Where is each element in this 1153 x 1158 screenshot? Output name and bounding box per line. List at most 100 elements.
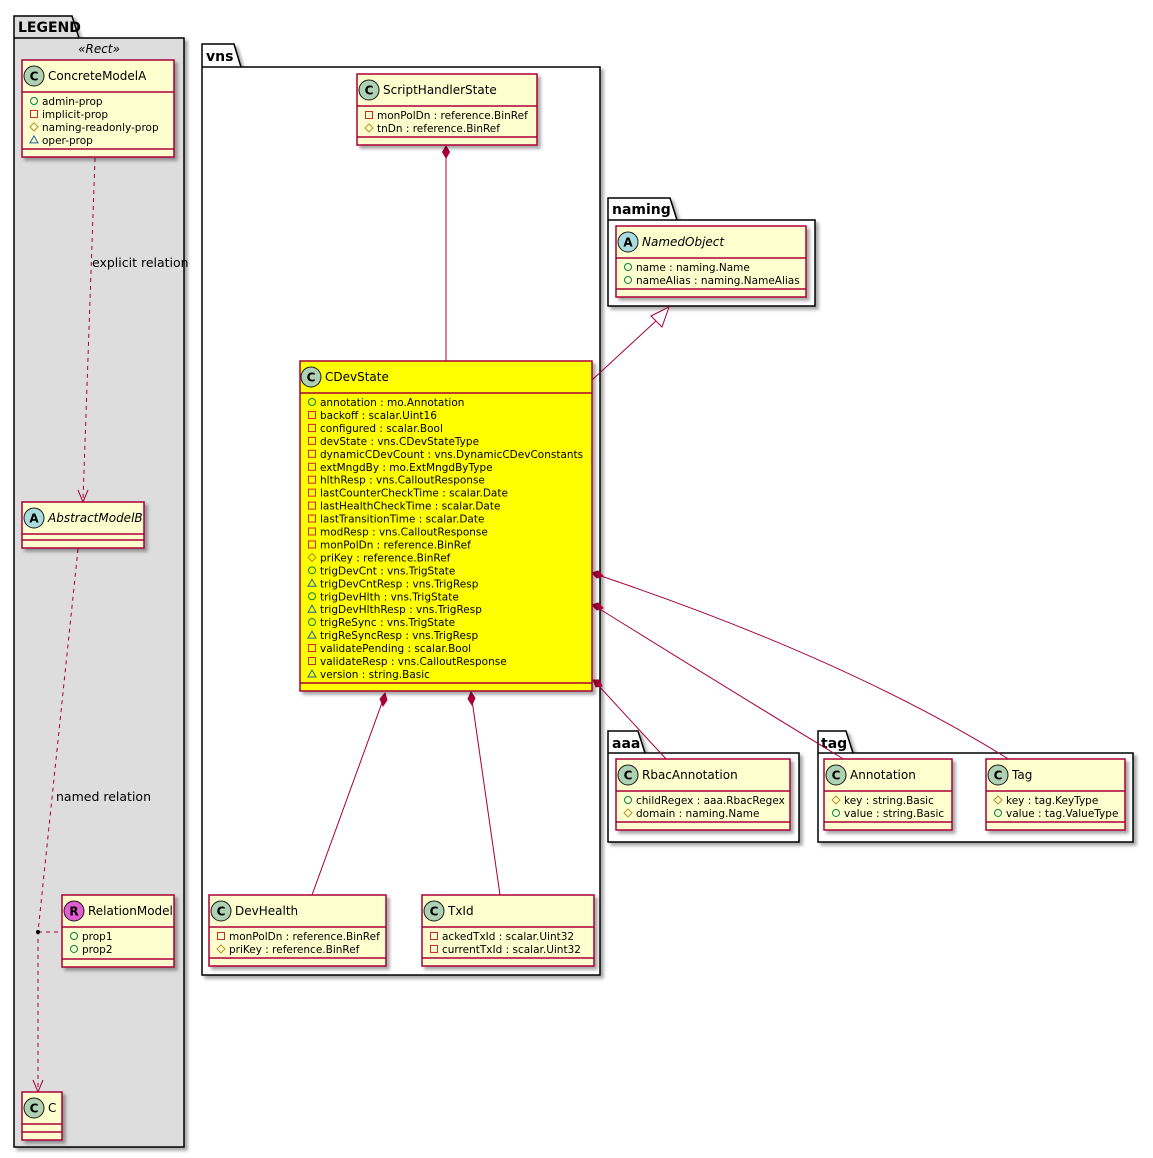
class-attribute: version : string.Basic bbox=[320, 669, 430, 681]
diamond-tag bbox=[591, 570, 604, 579]
visibility-icon bbox=[29, 134, 39, 144]
edge-cdevstate-tag bbox=[597, 574, 1011, 761]
class-attribute: validatePending : scalar.Bool bbox=[320, 643, 471, 655]
visibility-icon bbox=[624, 275, 632, 284]
visibility-icon bbox=[30, 109, 38, 118]
class-name: ConcreteModelA bbox=[48, 69, 147, 83]
package-legend: LEGEND «Rect» bbox=[13, 15, 185, 1148]
class-badge-icon bbox=[987, 764, 1009, 786]
badge-letter: C bbox=[30, 70, 39, 84]
class-attribute: hlthResp : vns.CalloutResponse bbox=[320, 475, 485, 487]
class-name: AbstractModelB bbox=[47, 511, 143, 525]
badge-letter: A bbox=[623, 236, 633, 250]
badge-letter: C bbox=[30, 1102, 39, 1116]
visibility-icon bbox=[623, 808, 633, 818]
class-attribute: extMngdBy : mo.ExtMngdByType bbox=[320, 462, 493, 474]
class-attribute: monPolDn : reference.BinRef bbox=[320, 539, 471, 551]
visibility-icon bbox=[307, 630, 317, 639]
visibility-icon bbox=[308, 462, 316, 471]
class-name: RelationModel bbox=[88, 904, 173, 918]
class-attribute: configured : scalar.Bool bbox=[320, 423, 443, 435]
visibility-icon bbox=[430, 944, 438, 953]
edge-cdevstate-txid bbox=[471, 699, 501, 896]
visibility-icon bbox=[308, 514, 316, 523]
diamond-txid bbox=[467, 690, 476, 707]
visibility-icon bbox=[308, 501, 316, 510]
legend-stereotype: «Rect» bbox=[78, 42, 120, 56]
relation-badge-icon bbox=[63, 900, 85, 922]
visibility-icon bbox=[308, 436, 316, 445]
edge-cdevstate-rbac bbox=[597, 684, 668, 761]
class-attribute: trigReSyncResp : vns.TrigResp bbox=[320, 630, 478, 642]
class-attribute: lastTransitionTime : scalar.Date bbox=[320, 514, 484, 526]
class-attribute: trigDevCnt : vns.TrigState bbox=[320, 565, 455, 577]
visibility-icon bbox=[70, 944, 78, 953]
class-attribute: childRegex : aaa.RbacRegex bbox=[636, 795, 785, 807]
class-named-object[interactable]: A NamedObject name : naming.NamenameAlias … bbox=[615, 225, 807, 298]
class-attribute: implicit-prop bbox=[42, 109, 108, 121]
class-attribute: nameAlias : naming.NameAlias bbox=[636, 275, 800, 287]
package-aaa-label: aaa bbox=[612, 736, 640, 752]
badge-letter: C bbox=[624, 769, 633, 783]
class-name: CDevState bbox=[325, 370, 389, 384]
class-attribute: ackedTxId : scalar.Uint32 bbox=[442, 931, 574, 943]
class-name: ScriptHandlerState bbox=[383, 83, 497, 97]
class-attribute: value : string.Basic bbox=[844, 808, 944, 820]
visibility-icon bbox=[430, 932, 438, 940]
class-attribute: priKey : reference.BinRef bbox=[229, 944, 360, 956]
package-tag-label: tag bbox=[821, 736, 847, 752]
visibility-icon bbox=[832, 808, 840, 817]
class-attribute: priKey : reference.BinRef bbox=[320, 552, 451, 564]
abstract-badge-icon bbox=[23, 507, 45, 529]
abstract-badge-icon bbox=[617, 231, 639, 253]
class-attribute: name : naming.Name bbox=[636, 262, 750, 274]
class-attribute: modResp : vns.CalloutResponse bbox=[320, 527, 488, 539]
visibility-icon bbox=[30, 97, 38, 105]
class-box bbox=[356, 73, 538, 146]
class-attribute: lastHealthCheckTime : scalar.Date bbox=[320, 501, 500, 513]
visibility-icon bbox=[308, 540, 316, 549]
class-name: NamedObject bbox=[642, 235, 725, 249]
class-attribute: domain : naming.Name bbox=[636, 808, 759, 820]
package-naming-label: naming bbox=[612, 202, 671, 218]
visibility-icon bbox=[624, 263, 632, 271]
badge-letter: A bbox=[29, 512, 39, 526]
class-box bbox=[985, 758, 1126, 831]
package-vns-label: vns bbox=[206, 49, 233, 65]
package-legend-label: LEGEND bbox=[18, 20, 81, 36]
class-attribute: devState : vns.CDevStateType bbox=[320, 436, 479, 448]
diamond-scripthandler bbox=[441, 145, 451, 159]
visibility-icon bbox=[308, 592, 316, 601]
class-box bbox=[21, 59, 175, 158]
visibility-icon bbox=[307, 668, 317, 678]
class-box bbox=[615, 225, 807, 298]
class-box bbox=[421, 894, 595, 967]
edge-cdevstate-devhealth bbox=[311, 699, 384, 896]
class-attribute: key : tag.KeyType bbox=[1006, 795, 1098, 807]
diamond-rbac bbox=[592, 679, 603, 688]
badge-letter: C bbox=[430, 905, 439, 919]
class-badge-icon bbox=[210, 900, 232, 922]
visibility-icon bbox=[308, 644, 316, 653]
visibility-icon bbox=[70, 932, 78, 940]
visibility-icon bbox=[994, 808, 1002, 817]
class-attribute: backoff : scalar.Uint16 bbox=[320, 410, 437, 422]
class-attribute: oper-prop bbox=[42, 135, 93, 147]
explicit-relation-label: explicit relation bbox=[92, 255, 189, 270]
class-abstract-model-b[interactable]: A AbstractModelB bbox=[21, 501, 145, 549]
class-attribute: value : tag.ValueType bbox=[1006, 808, 1118, 820]
explicit-relation-edge bbox=[82, 157, 96, 501]
visibility-icon bbox=[308, 657, 316, 665]
class-attribute: dynamicCDevCount : vns.DynamicCDevConsta… bbox=[320, 449, 583, 461]
